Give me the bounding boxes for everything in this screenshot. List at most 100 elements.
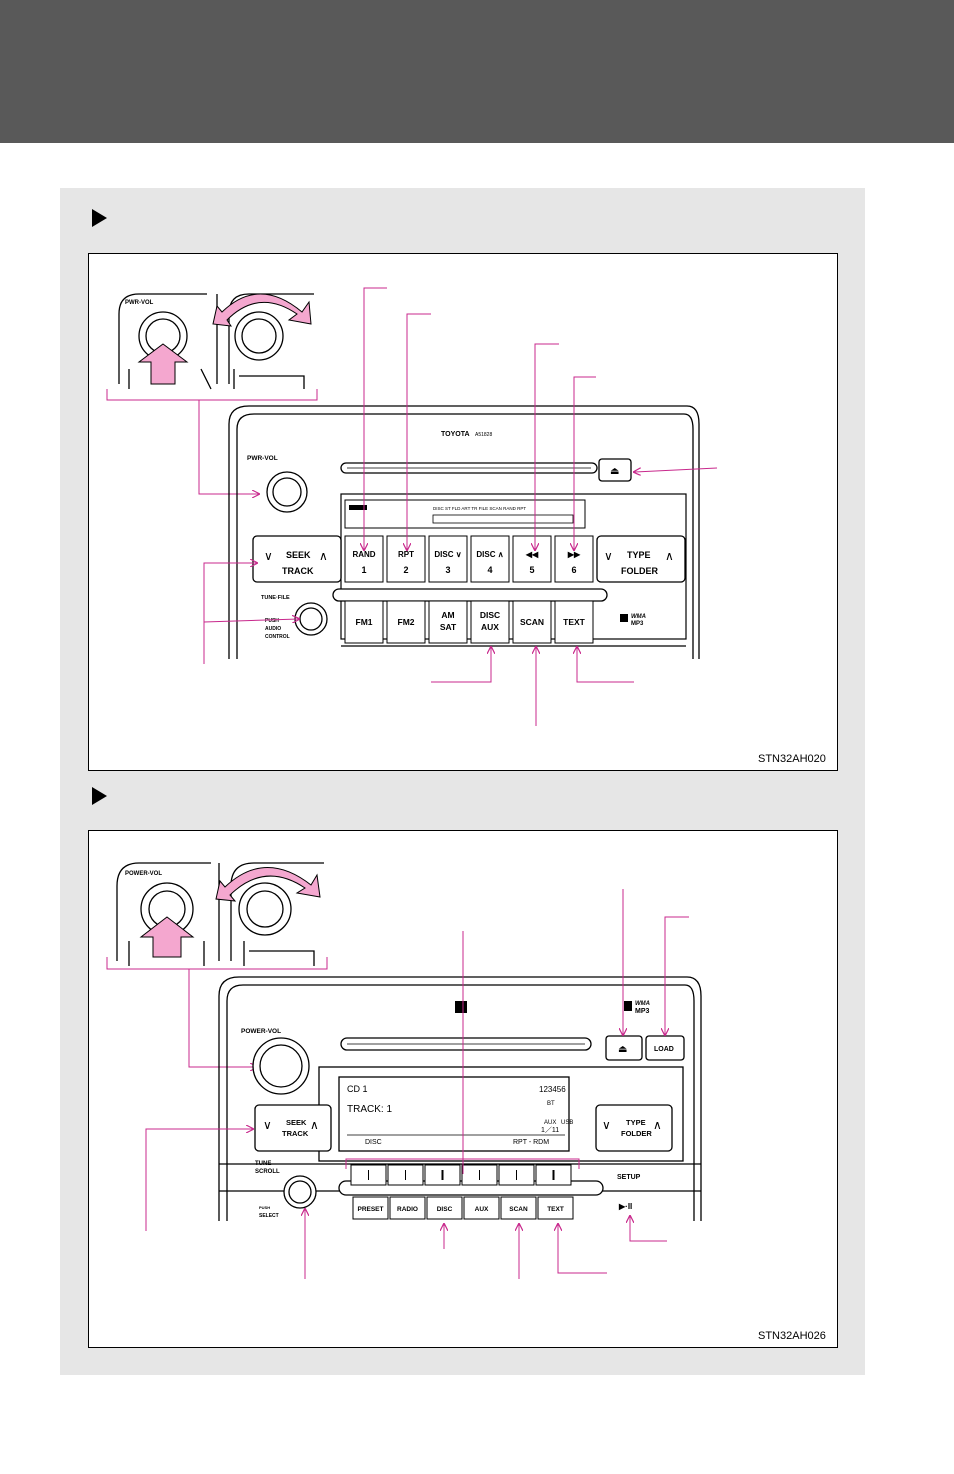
source-button-sublabel: AUX xyxy=(481,622,499,632)
inset-knob-label: PWR-VOL xyxy=(125,300,154,306)
preset-slot-3[interactable] xyxy=(424,1164,461,1186)
source-buttons-row: FM1 FM2 AM SAT DISC AUX SCAN TEXT xyxy=(344,600,594,644)
preset-button-number: 1 xyxy=(361,565,366,575)
source-button-label-2: RADIO xyxy=(397,1206,418,1213)
type-label-2: TYPE xyxy=(626,1118,646,1127)
figure-code-2: STN32AH026 xyxy=(758,1330,826,1342)
press-arrow-icon-2 xyxy=(139,916,195,958)
source-button-scan[interactable]: SCAN xyxy=(512,600,552,644)
source-button-label: FM1 xyxy=(356,617,373,627)
turn-arrow-icon-2 xyxy=(215,867,321,902)
callout-lines-1 xyxy=(203,287,718,726)
source-button-label: AM xyxy=(441,610,454,620)
setup-button-label: SETUP xyxy=(617,1174,641,1181)
figure-code-1: STN32AH020 xyxy=(758,753,826,765)
preset-button-number: 4 xyxy=(487,565,492,575)
preset-button-label: ◀◀ xyxy=(525,550,539,559)
callout-lines-2 xyxy=(145,889,689,1279)
knob-label: PWR-VOL xyxy=(247,455,278,462)
source-button-2-text[interactable]: TEXT xyxy=(537,1196,574,1220)
source-button-2-disc[interactable]: DISC xyxy=(426,1196,463,1220)
tune-file-label: TUNE·FILE xyxy=(261,595,290,601)
display-line1: CD 1 xyxy=(347,1084,368,1094)
section-marker-1 xyxy=(92,209,107,227)
brand-label: TOYOTA xyxy=(441,431,470,438)
press-arrow-icon xyxy=(137,343,189,385)
display-indicators: DISC ST FLD ART TR FILE SCAN RAND RPT xyxy=(433,506,526,511)
source-buttons-row-2: PRESET RADIO DISC AUX SCAN TEXT xyxy=(352,1196,574,1220)
source-button-text[interactable]: TEXT xyxy=(554,600,594,644)
preset-button-label: DISC ∨ xyxy=(434,550,461,559)
figure-audio-1: PWR-VOL TOYOTA A51828 ⏏ PWR-VOL DISC ST … xyxy=(88,253,838,771)
type-label: TYPE xyxy=(627,550,651,560)
preset-slot-6[interactable] xyxy=(535,1164,572,1186)
figure-2-drawing: POWER-VOL POWER-VOL ⏏ LOAD WMA MP3 CD 1 … xyxy=(106,862,702,1279)
source-button-label-2: AUX xyxy=(475,1206,489,1213)
head-unit-2 xyxy=(218,976,702,1221)
preset-button-number: 5 xyxy=(529,565,534,575)
source-button-2-preset[interactable]: PRESET xyxy=(352,1196,389,1220)
figure-1-drawing: PWR-VOL TOYOTA A51828 ⏏ PWR-VOL DISC ST … xyxy=(106,287,718,726)
display-counter: 1／11 xyxy=(541,1126,559,1134)
display-disc: DISC xyxy=(365,1139,382,1146)
source-button-2-scan[interactable]: SCAN xyxy=(500,1196,537,1220)
source-button-label: SCAN xyxy=(520,617,544,627)
preset-button-5[interactable]: ◀◀ 5 xyxy=(512,535,552,583)
figure-audio-2: POWER-VOL POWER-VOL ⏏ LOAD WMA MP3 CD 1 … xyxy=(88,830,838,1348)
control-label: CONTROL xyxy=(265,634,290,640)
scroll-label: SCROLL xyxy=(255,1169,280,1175)
preset-slot-4[interactable] xyxy=(461,1164,498,1186)
source-button-2-radio[interactable]: RADIO xyxy=(389,1196,426,1220)
source-button-label: TEXT xyxy=(563,617,586,627)
preset-button-label: DISC ∧ xyxy=(476,550,503,559)
push-label-2: PUSH xyxy=(259,1205,270,1210)
seek-down-icon: ∨ xyxy=(264,549,273,563)
preset-slot-2[interactable] xyxy=(387,1164,424,1186)
type-down-icon: ∨ xyxy=(604,549,613,563)
source-button-label: FM2 xyxy=(398,617,415,627)
eject-icon-2: ⏏ xyxy=(618,1044,627,1055)
source-button-label-2: TEXT xyxy=(547,1206,564,1213)
seek-up-icon-2: ∧ xyxy=(310,1118,319,1132)
jbl-logo xyxy=(455,1001,467,1013)
turn-arrow-icon xyxy=(212,293,312,327)
source-button-label-2: DISC xyxy=(437,1206,453,1213)
display-rpt-rdm: RPT - RDM xyxy=(513,1139,549,1146)
preset-slots-row xyxy=(350,1164,572,1186)
source-button-label: DISC xyxy=(480,610,500,620)
preset-button-4[interactable]: DISC ∧ 4 xyxy=(470,535,510,583)
source-button-fm2[interactable]: FM2 xyxy=(386,600,426,644)
tune-label: TUNE xyxy=(255,1161,271,1167)
source-button-am[interactable]: AM SAT xyxy=(428,600,468,644)
type-up-icon-2: ∧ xyxy=(653,1118,662,1132)
wma-mp3-logo: WMA MP3 xyxy=(620,614,646,627)
source-button-disc[interactable]: DISC AUX xyxy=(470,600,510,644)
wma-text-2: WMA xyxy=(635,1001,650,1007)
eject-icon: ⏏ xyxy=(610,466,619,477)
source-button-sublabel: SAT xyxy=(440,622,457,632)
source-button-label-2: SCAN xyxy=(509,1206,528,1213)
push-label: PUSH xyxy=(265,618,279,624)
source-button-2-aux[interactable]: AUX xyxy=(463,1196,500,1220)
display-slots: 123456 xyxy=(539,1085,566,1094)
mp3-text-2: MP3 xyxy=(635,1008,650,1015)
folder-label-2: FOLDER xyxy=(621,1129,652,1138)
select-label: SELECT xyxy=(259,1213,279,1219)
display-bt: BT xyxy=(547,1101,555,1107)
preset-button-3[interactable]: DISC ∨3 xyxy=(428,535,468,583)
preset-slot-1[interactable] xyxy=(350,1164,387,1186)
wma-text: WMA xyxy=(631,614,646,620)
header-band xyxy=(0,0,954,143)
display-segments xyxy=(349,505,574,524)
play-pause-label: ▶·II xyxy=(618,1202,632,1211)
seek-up-icon: ∧ xyxy=(319,549,328,563)
section-marker-2 xyxy=(92,787,107,805)
audio-label: AUDIO xyxy=(265,626,281,632)
preset-slot-5[interactable] xyxy=(498,1164,535,1186)
source-button-fm1[interactable]: FM1 xyxy=(344,600,384,644)
mp3-text: MP3 xyxy=(631,621,644,627)
seek-label: SEEK xyxy=(286,550,311,560)
type-down-icon-2: ∨ xyxy=(602,1118,611,1132)
